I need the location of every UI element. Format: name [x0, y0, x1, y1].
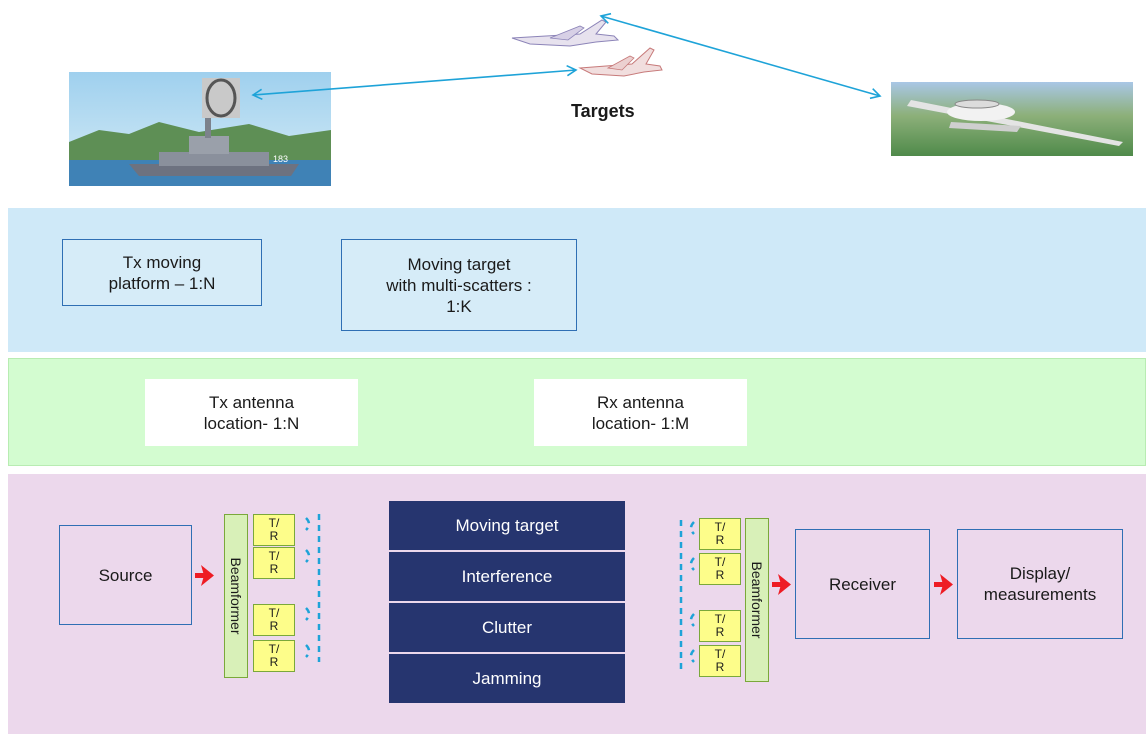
aew-to-jet-arrow — [599, 12, 882, 100]
tx-tr-module-3: T/ R — [253, 604, 295, 636]
rx-antenna-elements — [679, 520, 695, 670]
targets-label: Targets — [571, 101, 635, 121]
red-arrow-beamformer-receiver — [772, 574, 791, 595]
display-box: Display/ measurements — [957, 529, 1123, 639]
tx-beamformer: Beamformer — [224, 514, 248, 678]
rx-beamformer: Beamformer — [745, 518, 769, 682]
stack-jamming: Jamming — [389, 654, 625, 703]
red-arrow-source-beamformer — [195, 565, 214, 586]
moving-target-box: Moving target with multi-scatters : 1:K — [341, 239, 577, 331]
red-arrow-receiver-display — [934, 574, 953, 595]
svg-text:183: 183 — [273, 154, 288, 164]
rx-tr-module-3: T/ R — [699, 610, 741, 642]
source-box: Source — [59, 525, 192, 625]
tx-antenna-elements — [305, 514, 321, 662]
stack-interference: Interference — [389, 552, 625, 601]
rx-tr-module-1: T/ R — [699, 518, 741, 550]
aew-aircraft-image — [891, 82, 1133, 156]
stack-clutter: Clutter — [389, 603, 625, 652]
stack-moving-target: Moving target — [389, 501, 625, 550]
rx-antenna-box: Rx antenna location- 1:M — [534, 379, 747, 446]
tx-tr-module-1: T/ R — [253, 514, 295, 546]
rx-tr-module-2: T/ R — [699, 553, 741, 585]
receiver-box: Receiver — [795, 529, 930, 639]
ship-to-jet-arrow — [251, 64, 578, 101]
rx-tr-module-4: T/ R — [699, 645, 741, 677]
tx-tr-module-4: T/ R — [253, 640, 295, 672]
tx-tr-module-2: T/ R — [253, 547, 295, 579]
tx-antenna-box: Tx antenna location- 1:N — [145, 379, 358, 446]
tx-platform-box: Tx moving platform – 1:N — [62, 239, 262, 306]
